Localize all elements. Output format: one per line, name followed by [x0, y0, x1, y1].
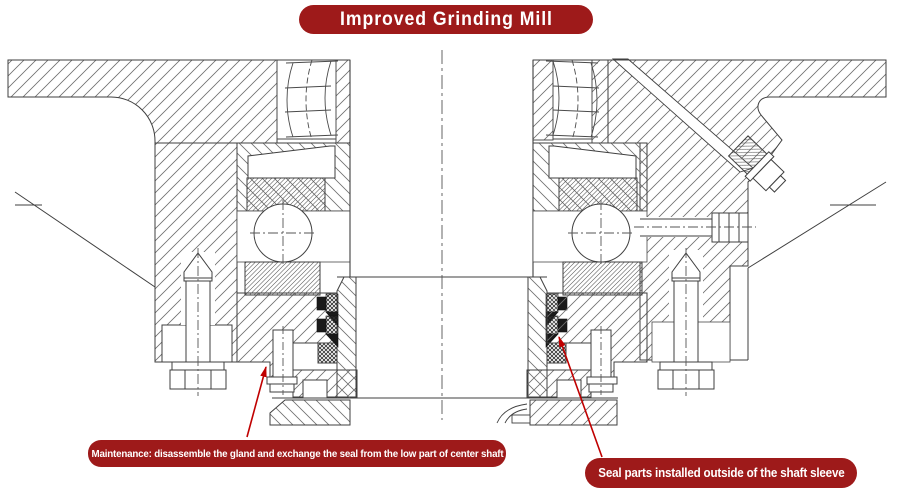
maintenance-arrow — [246, 365, 267, 438]
title-banner: Improved Grinding Mill — [299, 5, 593, 34]
grease-pipe — [611, 58, 787, 193]
callout-arrows — [246, 335, 603, 458]
outline-edges — [8, 59, 886, 144]
seal-label-text: Seal parts installed outside of the shaf… — [597, 466, 845, 480]
annotation-seal: Seal parts installed outside of the shaf… — [585, 458, 857, 488]
title-text: Improved Grinding Mill — [339, 8, 553, 30]
annotation-maintenance: Maintenance: disassemble the gland and e… — [88, 440, 506, 467]
left-fasteners — [169, 248, 298, 396]
right-roller-bearing — [532, 59, 609, 144]
main-shaft — [349, 50, 534, 420]
seal-arrow — [558, 335, 603, 458]
shaft-sleeve — [272, 276, 618, 399]
right-fasteners — [586, 212, 756, 396]
maintenance-label-text: Maintenance: disassemble the gland and e… — [91, 447, 503, 460]
left-bearing — [236, 142, 351, 296]
left-roller-bearing — [276, 59, 351, 144]
left-seal-parts — [316, 293, 339, 348]
right-bearing — [532, 142, 648, 296]
